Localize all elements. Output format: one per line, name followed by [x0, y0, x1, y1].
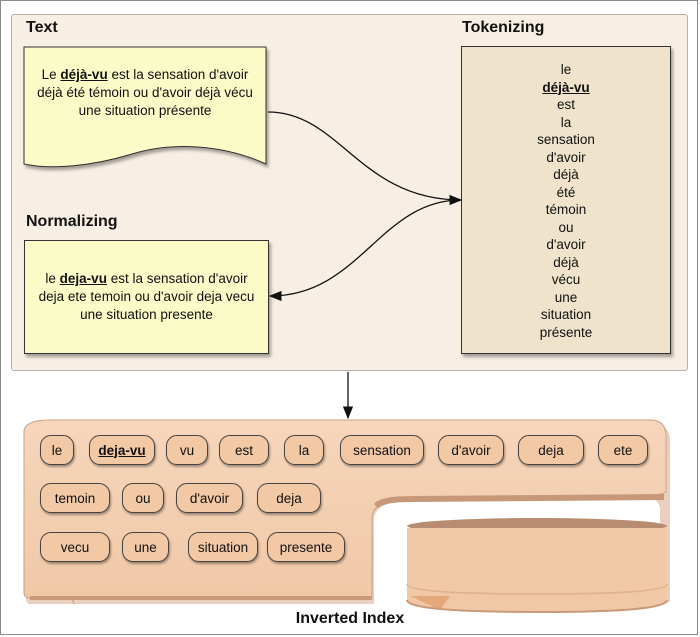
arrow-text-to-tokenizing [267, 111, 463, 206]
token-item: présente [539, 324, 593, 340]
index-term: la [284, 435, 324, 465]
token-item: la [560, 114, 572, 130]
token-item: d'avoir [546, 149, 586, 165]
index-term: deja-vu [89, 435, 155, 465]
index-term: presente [267, 532, 345, 562]
text-after: est la sensation d'avoir déjà été témoin… [37, 67, 253, 118]
text-highlight: déjà-vu [60, 67, 108, 82]
token-item: vécu [551, 272, 581, 287]
token-item: d'avoir [546, 237, 586, 252]
index-term: vecu [40, 532, 110, 562]
index-term: d'avoir [438, 435, 504, 465]
tokenizing-heading: Tokenizing [462, 19, 545, 36]
index-term: une [122, 532, 169, 562]
token-item: sensation [537, 132, 595, 147]
normalized-before: le [45, 271, 60, 286]
index-term: est [219, 435, 269, 465]
token-item: déjà [553, 254, 579, 270]
token-item: situation [540, 307, 592, 322]
token-item: une [554, 289, 578, 305]
normalized-document: le deja-vu est la sensation d'avoir deja… [24, 240, 269, 354]
token-item: est [556, 97, 575, 112]
text-heading: Text [26, 19, 58, 36]
token-item: été [556, 184, 576, 200]
index-term: ou [122, 483, 164, 513]
index-term: vu [166, 435, 208, 465]
arrow-tokenizing-to-normalizing [268, 199, 462, 302]
index-term: le [40, 435, 74, 465]
text-document: Le déjà-vu est la sensation d'avoir déjà… [32, 66, 258, 120]
index-term: sensation [340, 435, 424, 465]
index-term: deja [518, 435, 584, 465]
normalized-after: est la sensation d'avoir deja ete temoin… [38, 271, 255, 322]
token-item: déjà-vu [542, 79, 590, 95]
text-document-shape [23, 46, 267, 168]
index-term: deja [257, 483, 321, 513]
token-item: témoin [545, 202, 587, 217]
inverted-index-caption: Inverted Index [295, 610, 405, 627]
normalizing-heading: Normalizing [26, 213, 118, 230]
token-item: le [560, 62, 572, 77]
token-item: ou [558, 219, 574, 235]
index-term: ete [598, 435, 648, 465]
index-term: temoin [40, 483, 110, 513]
normalized-highlight: deja-vu [59, 271, 107, 286]
index-term: d'avoir [176, 483, 243, 513]
text-before: Le [41, 67, 61, 82]
index-term: situation [188, 532, 258, 562]
token-item: déjà [553, 167, 579, 182]
tokens-box: le déjà-vu est la sensation d'avoir déjà été tém… [461, 46, 671, 354]
